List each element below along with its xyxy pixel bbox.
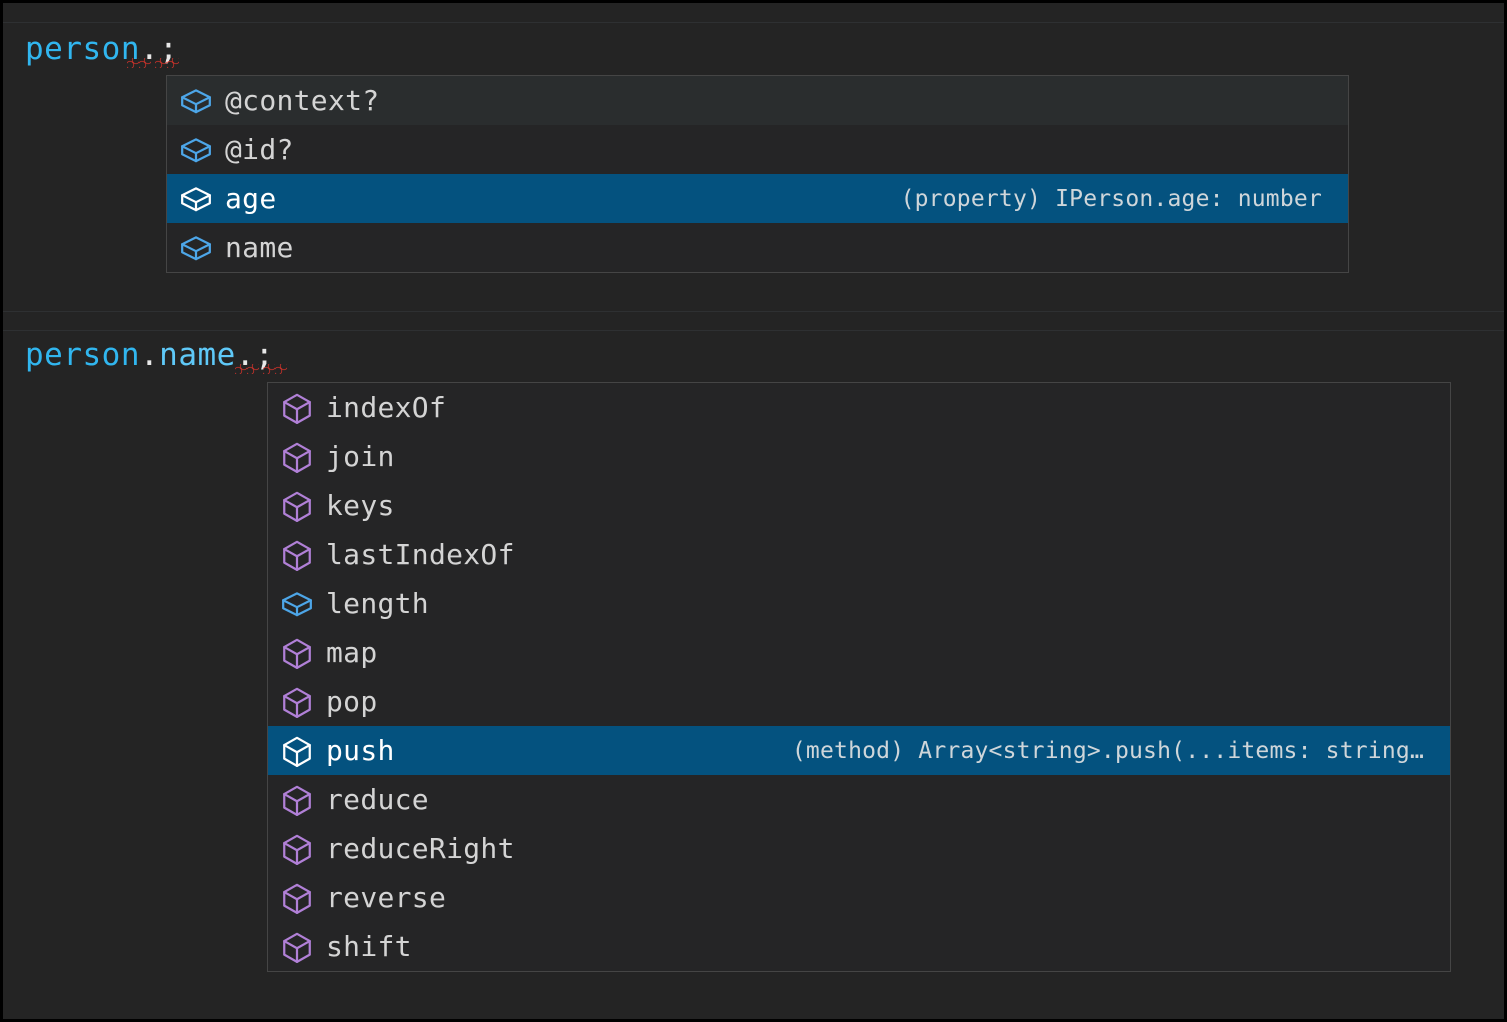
method-cube-icon (283, 442, 311, 473)
method-cube-icon (280, 636, 314, 670)
suggest-item-label: map (326, 635, 378, 669)
suggest-item-pop[interactable]: pop (268, 677, 1450, 726)
suggest-item-join[interactable]: join (268, 432, 1450, 481)
method-cube-icon (280, 538, 314, 572)
method-cube-icon (280, 734, 314, 768)
method-cube-icon (283, 932, 311, 963)
editor-separator-mid (3, 311, 1504, 312)
suggest-item-label: push (326, 733, 395, 767)
suggest-item-map[interactable]: map (268, 628, 1450, 677)
property-cube-icon (181, 88, 211, 113)
property-cube-icon (179, 231, 213, 265)
method-cube-icon (280, 489, 314, 523)
suggest-item-keys[interactable]: keys (268, 481, 1450, 530)
code-line-2[interactable]: person.name.; (25, 335, 274, 375)
suggest-item-label: lastIndexOf (326, 537, 515, 571)
property-cube-icon (181, 235, 211, 260)
property-cube-icon (179, 133, 213, 167)
method-cube-icon (283, 687, 311, 718)
error-squiggle-icon (127, 58, 151, 68)
property-cube-icon (282, 591, 312, 616)
suggest-widget-person-name[interactable]: indexOf join keys lastIndexOf length map pop pu… (267, 382, 1451, 972)
method-cube-icon (283, 736, 311, 767)
property-cube-icon (280, 587, 314, 621)
suggest-item-reduce[interactable]: reduce (268, 775, 1450, 824)
suggest-item-name[interactable]: name (167, 223, 1348, 272)
suggest-item-label: @context? (225, 83, 380, 117)
suggest-item-length[interactable]: length (268, 579, 1450, 628)
suggest-widget-person[interactable]: @context? @id? age (property) IPerson.age: … (166, 75, 1349, 273)
suggest-item-label: keys (326, 488, 395, 522)
suggest-item-detail: (property) IPerson.age: number (900, 185, 1322, 212)
method-cube-icon (280, 832, 314, 866)
method-cube-icon (280, 783, 314, 817)
suggest-item-age[interactable]: age (property) IPerson.age: number (167, 174, 1348, 223)
suggest-item-label: name (225, 230, 294, 264)
suggest-item-reverse[interactable]: reverse (268, 873, 1450, 922)
suggest-item-shift[interactable]: shift (268, 922, 1450, 971)
property-cube-icon (181, 137, 211, 162)
suggest-item-label: reduceRight (326, 831, 515, 865)
suggest-item-label: shift (326, 929, 412, 963)
method-cube-icon (283, 540, 311, 571)
suggest-item--id-[interactable]: @id? (167, 125, 1348, 174)
error-squiggle-icon (263, 364, 287, 374)
suggest-item-label: pop (326, 684, 378, 718)
suggest-item--context-[interactable]: @context? (167, 76, 1348, 125)
suggest-item-label: indexOf (326, 390, 447, 424)
method-cube-icon (280, 391, 314, 425)
suggest-item-label: reduce (326, 782, 429, 816)
editor-separator-top (3, 22, 1504, 23)
method-cube-icon (280, 685, 314, 719)
method-cube-icon (283, 491, 311, 522)
suggest-item-lastindexof[interactable]: lastIndexOf (268, 530, 1450, 579)
code-line-1[interactable]: person.; (25, 29, 178, 69)
code-token-punctuation: . (139, 337, 160, 373)
method-cube-icon (283, 834, 311, 865)
method-cube-icon (280, 881, 314, 915)
property-cube-icon (179, 84, 213, 118)
suggest-item-label: age (225, 181, 277, 215)
suggest-item-label: join (326, 439, 395, 473)
code-token-variable: person (25, 31, 140, 67)
editor-surface[interactable]: person.; person.name.; @context? @id? age (… (3, 3, 1504, 1019)
method-cube-icon (283, 785, 311, 816)
suggest-item-detail: (method) Array<string>.push(...items: st… (791, 737, 1424, 764)
property-cube-icon (181, 186, 211, 211)
suggest-item-label: reverse (326, 880, 447, 914)
error-squiggle-icon (235, 364, 259, 374)
error-squiggle-icon (155, 58, 179, 68)
code-token-property: name (159, 337, 236, 373)
suggest-item-label: length (326, 586, 429, 620)
method-cube-icon (280, 930, 314, 964)
property-cube-icon (179, 182, 213, 216)
method-cube-icon (283, 393, 311, 424)
suggest-item-indexof[interactable]: indexOf (268, 383, 1450, 432)
method-cube-icon (283, 638, 311, 669)
suggest-item-push[interactable]: push (method) Array<string>.push(...items… (268, 726, 1450, 775)
editor-separator-line2 (3, 330, 1504, 331)
suggest-item-reduceright[interactable]: reduceRight (268, 824, 1450, 873)
method-cube-icon (283, 883, 311, 914)
method-cube-icon (280, 440, 314, 474)
suggest-item-label: @id? (225, 132, 294, 166)
code-token-variable: person (25, 337, 140, 373)
